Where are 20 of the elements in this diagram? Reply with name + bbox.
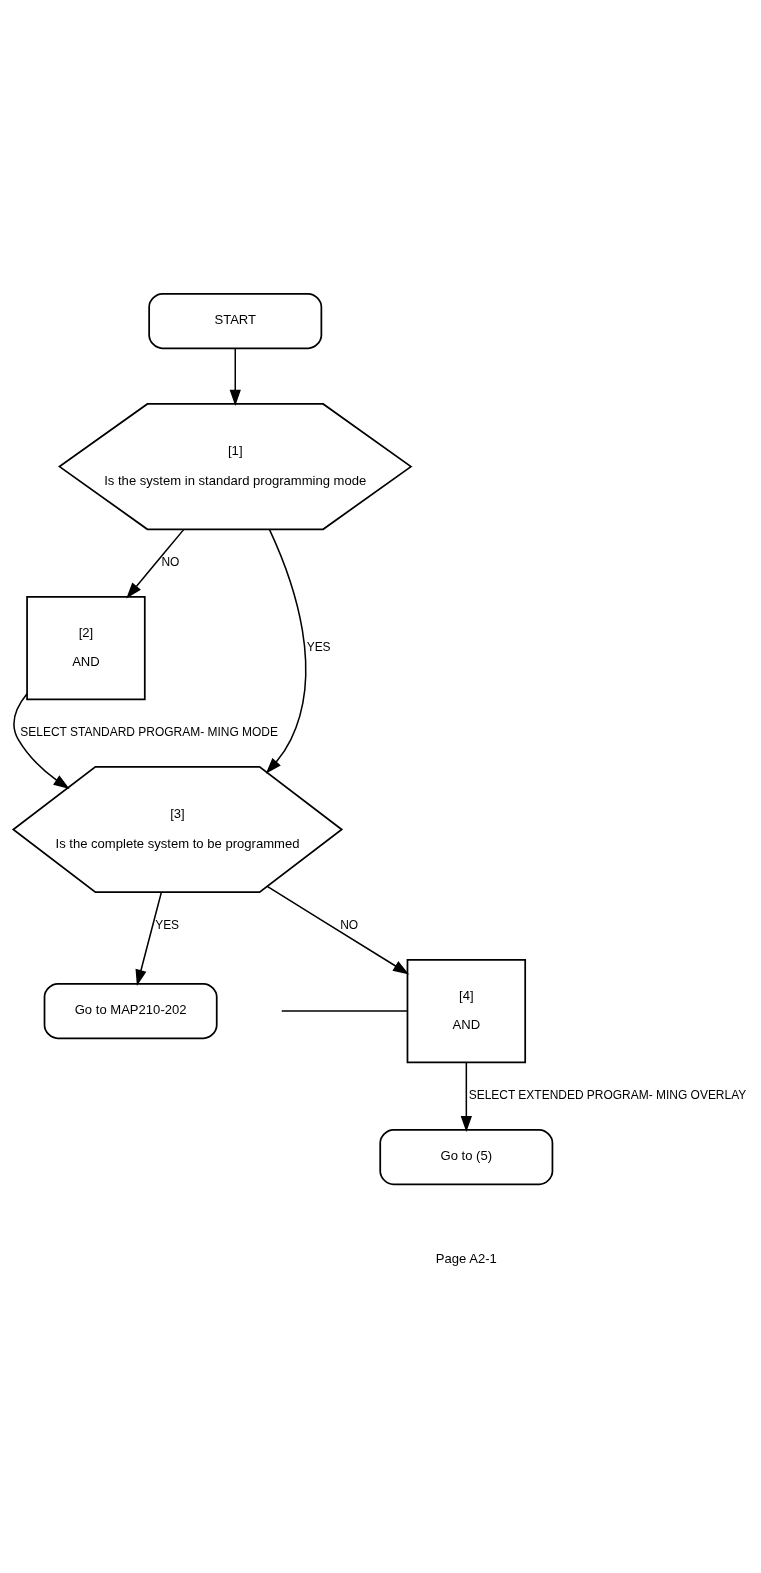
node-box: START: [147, 292, 322, 350]
arrow: [125, 528, 185, 599]
edge-label: SELECT STANDARD PROGRAM- MING MODE: [19, 725, 278, 740]
edge-label: YES: [154, 918, 179, 933]
node-box: [2] AND: [25, 595, 146, 701]
arrow: [135, 891, 162, 986]
edge-label: SELECT EXTENDED PROGRAM- MING OVERLAY: [468, 1088, 746, 1103]
node-box: Go to (5): [378, 1128, 553, 1186]
edge-label: YES: [306, 640, 331, 655]
arrow: [12, 693, 70, 789]
node-box: Go to MAP210-202: [43, 982, 218, 1040]
label: Page A2-1: [435, 1250, 497, 1266]
edge-label: NO: [339, 918, 358, 933]
arrow: [265, 528, 307, 774]
arrow: [229, 347, 241, 406]
node-box: [4] AND: [406, 958, 526, 1064]
arrow: [460, 1061, 472, 1133]
connector: [280, 1010, 408, 1012]
arrow: [266, 885, 409, 975]
edge-label: NO: [160, 555, 179, 570]
